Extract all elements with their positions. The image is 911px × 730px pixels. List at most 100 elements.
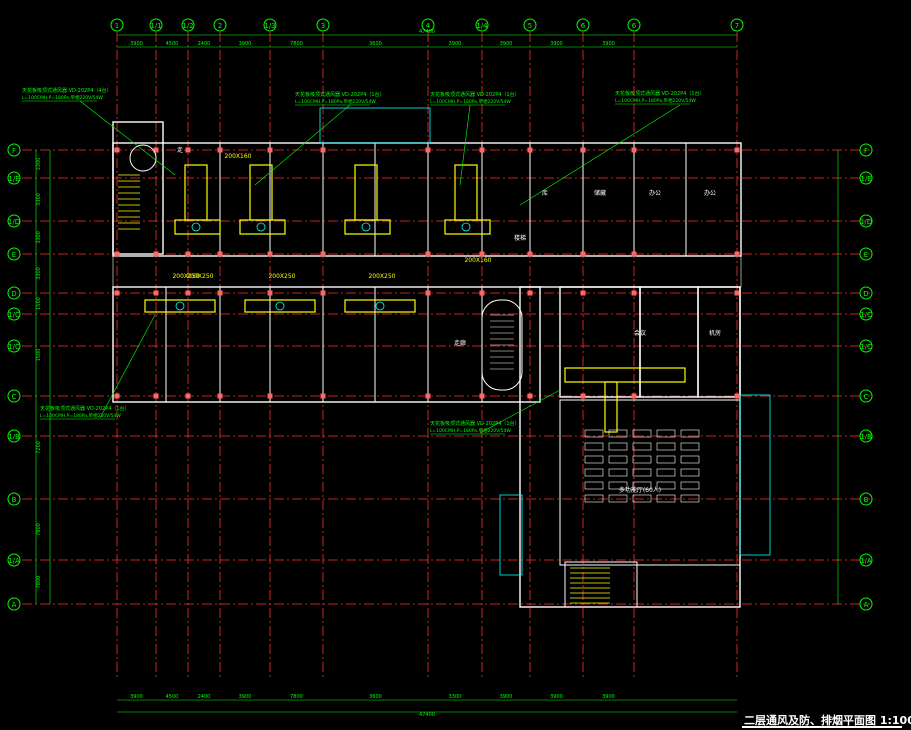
- stair-landing-left: [129, 144, 157, 172]
- dim-text-top: 4500: [166, 41, 179, 47]
- axis-label-top: 6: [632, 22, 637, 30]
- axis-label-left: 1/C: [8, 343, 20, 351]
- leader-line: [459, 104, 471, 186]
- axis-label-top: 5: [528, 22, 532, 30]
- axis-label-left: A: [12, 601, 17, 609]
- column: [267, 251, 273, 257]
- fan-spec: L=100CMH,P=180Pa,单相220V/54W: [22, 94, 103, 101]
- duct-branch: [174, 219, 221, 235]
- dim-text-top: 3900: [239, 41, 252, 47]
- fan-note: 天花板吸顶式通风器 VD-202P4（1台）: [430, 91, 520, 98]
- column: [734, 290, 740, 296]
- duct-branch: [344, 219, 391, 235]
- column: [114, 393, 120, 399]
- dim-text-left: 3300: [36, 267, 42, 280]
- axis-label-top: 6: [581, 22, 586, 30]
- hall-seat: [656, 468, 676, 477]
- hall-seat: [608, 429, 628, 438]
- fan-note: 天花板吸顶式通风器 VD-202P4（1台）: [430, 420, 520, 427]
- room-meeting-east: [639, 286, 699, 398]
- hall-seat: [584, 455, 604, 464]
- column: [320, 290, 326, 296]
- dim-text-top: 3900: [449, 41, 462, 47]
- hall-seat: [584, 494, 604, 503]
- column: [153, 290, 159, 296]
- duct-horizontal: [244, 299, 316, 313]
- hall-seat: [680, 442, 700, 451]
- axis-label-top: 4: [426, 22, 431, 30]
- dim-text-left: 1500: [36, 349, 42, 362]
- dim-text-left: 7200: [36, 441, 42, 454]
- hall-seat: [632, 429, 652, 438]
- axis-bubble-right: [859, 247, 873, 261]
- hall-seat: [632, 481, 652, 490]
- column: [479, 147, 485, 153]
- hall-seat: [584, 429, 604, 438]
- axis-label-right: 1/B: [860, 433, 872, 441]
- leader-line: [99, 314, 156, 419]
- axis-bubble-top: [475, 18, 489, 32]
- hall-seat: [680, 455, 700, 464]
- column: [320, 147, 326, 153]
- column: [425, 290, 431, 296]
- duct-branch: [444, 219, 491, 235]
- column: [185, 393, 191, 399]
- axis-bubble-right: [859, 307, 873, 321]
- room-label: 办公: [649, 189, 661, 197]
- fan-note: 天花板吸顶式通风器 VD-202P4（1台）: [615, 90, 705, 97]
- column: [185, 147, 191, 153]
- hall-seat: [584, 481, 604, 490]
- column: [267, 290, 273, 296]
- hall-seat: [680, 481, 700, 490]
- column: [217, 251, 223, 257]
- axis-bubble-right: [859, 339, 873, 353]
- diffuser: [361, 222, 371, 232]
- duct-vertical: [354, 164, 378, 221]
- axis-bubble-top: [421, 18, 435, 32]
- duct-horizontal: [344, 299, 416, 313]
- axis-bubble-right: [859, 143, 873, 157]
- axis-label-left: D: [11, 290, 16, 298]
- dim-text-top: 7800: [290, 41, 303, 47]
- axis-label-top: 1: [115, 22, 119, 30]
- column: [479, 290, 485, 296]
- axis-label-right: A: [864, 601, 869, 609]
- axis-bubble-left: [7, 389, 21, 403]
- column: [153, 393, 159, 399]
- dim-text-left: 7800: [36, 576, 42, 589]
- axis-label-left: F: [12, 147, 16, 155]
- room-label: 机房: [709, 329, 721, 337]
- axis-bubble-left: [7, 492, 21, 506]
- fan-note: 天花板吸顶式通风器 VD-202P4（1台）: [40, 405, 130, 412]
- room-label: 会议: [634, 329, 646, 337]
- drawing-title: 二层通风及防、排烟平面图 1:100: [744, 714, 911, 727]
- hall-seat: [608, 481, 628, 490]
- axis-label-right: D: [863, 290, 868, 298]
- hall-seat: [656, 494, 676, 503]
- leader-line: [254, 104, 351, 186]
- axis-label-left: C: [12, 393, 17, 401]
- dim-text-left: 3300: [36, 231, 42, 244]
- exterior-strip-left: [499, 494, 523, 576]
- axis-bubble-left: [7, 143, 21, 157]
- column: [734, 393, 740, 399]
- column: [631, 147, 637, 153]
- dim-text-left: 1500: [36, 297, 42, 310]
- hall-seat: [632, 468, 652, 477]
- axis-bubble-right: [859, 492, 873, 506]
- column: [580, 147, 586, 153]
- hall-seat: [632, 442, 652, 451]
- axis-bubble-right: [859, 597, 873, 611]
- column: [425, 147, 431, 153]
- duct-branch: [239, 219, 286, 235]
- column: [631, 251, 637, 257]
- dim-text-top: 3900: [130, 41, 143, 47]
- hall-seat: [680, 468, 700, 477]
- axis-bubble-left: [7, 429, 21, 443]
- axis-bubble-right: [859, 171, 873, 185]
- column: [425, 251, 431, 257]
- duct-size-label: 200X250: [268, 273, 295, 280]
- dim-text-left: 7800: [36, 523, 42, 536]
- axis-label-right: 1/C: [860, 311, 872, 319]
